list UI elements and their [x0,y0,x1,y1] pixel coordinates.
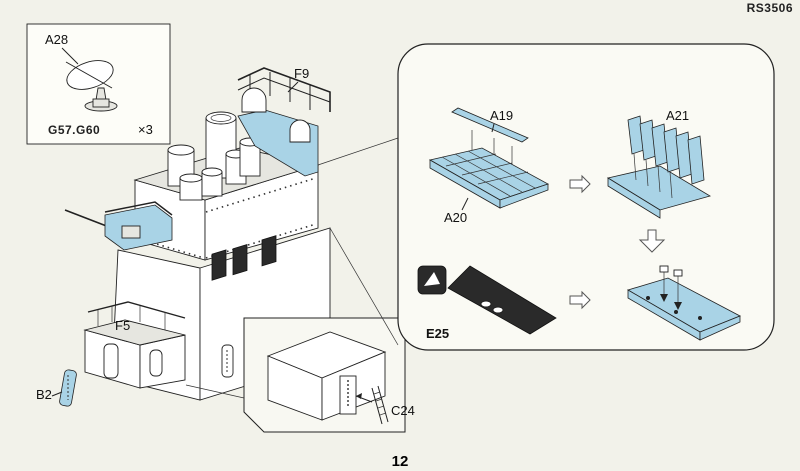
f5-deckhouse: F5 [83,301,186,389]
funnel-4 [201,167,223,177]
window-2 [232,243,248,276]
page-code: RS3506 [747,1,793,15]
part-label-g57-g60: G57.G60 [48,123,100,137]
page-number: 12 [392,453,409,470]
f5-door [103,343,119,379]
b2-hatch: B2 [36,369,77,407]
small-part-1 [659,265,669,273]
funnel-3 [179,173,203,183]
a19-part [451,107,529,143]
radome-2 [289,119,311,143]
a21-fins [627,115,705,185]
ladder-c24 [371,385,389,425]
funnel-2 [205,111,237,125]
window-1 [211,249,227,281]
part-label-b2: B2 [36,387,52,402]
e25-part [447,265,557,335]
window-3 [261,235,277,267]
part-label-a19: A19 [490,108,513,123]
small-part-2 [673,269,683,277]
part-label-a21: A21 [666,108,689,123]
part-label-a20: A20 [444,210,467,225]
step-arrow-1 [569,174,591,194]
f9-platform: F9 [237,66,331,177]
funnel-1 [167,144,195,156]
inset-radar: A28 G57.G60 ×3 [26,23,171,145]
part-label-a28: A28 [45,32,68,47]
part-label-c24: C24 [391,403,415,418]
side-hatch [221,344,234,378]
bridge-wing [64,201,173,251]
inset-ladder: C24 [185,317,415,433]
part-label-f9: F9 [294,66,309,81]
detail-panel: A19 A20 A2 [317,43,775,351]
radome-1 [241,87,267,113]
step-arrow-2 [638,229,666,253]
step-arrow-3 [569,290,591,310]
part-label-e25: E25 [426,326,449,341]
part-label-f5: F5 [115,318,130,333]
quantity-label: ×3 [138,122,153,137]
